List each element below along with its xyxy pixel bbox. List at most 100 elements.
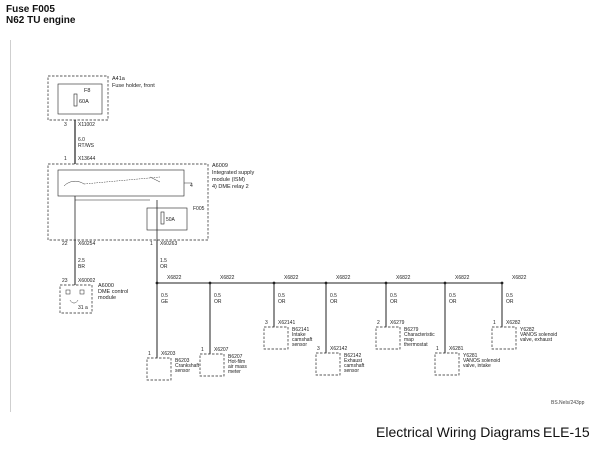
footer-page-code: ELE-15 xyxy=(543,424,590,440)
branch-color: OR xyxy=(449,299,457,305)
fuse-holder-block: A41a Fuse holder, front F8 60A xyxy=(47,75,155,121)
sensor-box xyxy=(263,326,289,350)
sensor-box xyxy=(315,352,341,376)
branch-gauge: 0.5 xyxy=(449,293,456,299)
sensor-name-2: valve, exhaust xyxy=(520,337,553,343)
sensor-name-3: sensor xyxy=(344,368,359,374)
splice-dot xyxy=(324,281,328,285)
splice-dot xyxy=(272,281,276,285)
main-wire-gauge: 1.5 xyxy=(160,258,167,264)
branch-pin: 2 xyxy=(377,320,380,326)
supply-module-pin-in: 1 xyxy=(64,156,67,162)
main-wire-pin: 1 xyxy=(150,241,153,247)
branch-pin: 1 xyxy=(148,351,151,357)
header-fuse-title: Fuse F005 xyxy=(6,4,55,15)
branch-pin: 1 xyxy=(436,346,439,352)
branch-connector: X62141 xyxy=(278,320,295,326)
branch-connector: X6207 xyxy=(214,347,229,353)
branch-color: OR xyxy=(330,299,338,305)
splice-connector-label: X6822 xyxy=(336,275,351,281)
supply-module-name-1: Integrated supply xyxy=(212,170,254,176)
main-wire-color: OR xyxy=(160,264,168,270)
dme-branch-color: BR xyxy=(78,264,85,270)
branch-pin: 1 xyxy=(201,347,204,353)
branch-connector: X62142 xyxy=(330,346,347,352)
dme-name-1: DME control xyxy=(98,289,128,295)
sensor-name-1: VANOS solenoid xyxy=(520,332,557,338)
supply-module-code: A6009 xyxy=(212,163,228,169)
branch-gauge: 0.5 xyxy=(506,293,513,299)
sensor-name-1: Exhaust xyxy=(344,358,363,364)
dme-name-2: module xyxy=(98,295,116,301)
sensor-name-1: Intake xyxy=(292,332,306,338)
sensor-box xyxy=(434,352,460,376)
fuse-holder-rating: 60A xyxy=(79,99,89,105)
dme-code: A6000 xyxy=(98,283,114,289)
sensor-box xyxy=(491,326,517,350)
branch-connector: X6281 xyxy=(449,346,464,352)
branch-gauge: 0.5 xyxy=(390,293,397,299)
splice-dot xyxy=(384,281,388,285)
sensor-name-1: Crankshaft xyxy=(175,363,200,369)
splice-connector-label: X6822 xyxy=(396,275,411,281)
branch-gauge: 0.5 xyxy=(330,293,337,299)
main-wire: 1 X60263 1.5 OR xyxy=(150,240,502,284)
sensor-code: B6279 xyxy=(404,327,419,333)
branch-connector: X6282 xyxy=(506,320,521,326)
sensor-box xyxy=(375,326,401,350)
branch-pin: 1 xyxy=(493,320,496,326)
supply-module-fuse-rating: 50A xyxy=(166,217,176,223)
splice-dot xyxy=(443,281,447,285)
dme-branch-pin-top: 22 xyxy=(62,241,68,247)
top-wire-connector: X11002 xyxy=(78,122,95,128)
top-wire-pin: 3 xyxy=(64,122,67,128)
dme-branch: 22 X60254 2.5 BR 23 X60002 31 a A6000 DM… xyxy=(59,240,128,314)
dme-branch-connector-top: X60254 xyxy=(78,241,95,247)
branch-color: OR xyxy=(214,299,222,305)
footer-title: Electrical Wiring Diagrams xyxy=(376,424,541,440)
supply-module-block: 4 50A F005 A6009 Integrated supply modul… xyxy=(47,163,254,241)
sensor-code: Y6281 xyxy=(463,353,478,359)
sensor-name-2: air mass xyxy=(228,364,247,370)
sensor-name-1: VANOS solenoid xyxy=(463,358,500,364)
main-wire-connector: X60263 xyxy=(160,241,177,247)
splice-dot xyxy=(500,281,504,285)
image-reference: BS.Nels/243pp xyxy=(551,400,585,406)
splice-connector-label: X6822 xyxy=(512,275,527,281)
branch-pin: 3 xyxy=(317,346,320,352)
branch-color: OR xyxy=(390,299,398,305)
fuse-holder-code: A41a xyxy=(112,76,126,82)
fuse-holder-fuse-id: F8 xyxy=(84,88,90,94)
header-engine-title: N62 TU engine xyxy=(6,15,76,26)
diagram-page-frame xyxy=(10,40,589,412)
sensor-name-1: Hot-film xyxy=(228,359,245,365)
dme-branch-gauge: 2.5 xyxy=(78,258,85,264)
supply-module-fuse-code: F005 xyxy=(193,206,205,212)
sensor-name-2: sensor xyxy=(175,368,190,374)
branch-gauge: 0.5 xyxy=(278,293,285,299)
branch-color: OR xyxy=(506,299,514,305)
branch-color: GE xyxy=(161,299,169,305)
supply-module-name-2: module (ISM) xyxy=(212,177,245,183)
sensor-code: B6207 xyxy=(228,354,243,360)
sensor-name-2: valve, intake xyxy=(463,363,491,369)
sensor-code: B62142 xyxy=(344,353,361,359)
sensor-code: B62141 xyxy=(292,327,309,333)
splice-connector-label: X6822 xyxy=(167,275,182,281)
fuse-holder-name: Fuse holder, front xyxy=(112,83,155,89)
top-wire-color: RT/WS xyxy=(78,143,95,149)
sensor-code: Y6282 xyxy=(520,327,535,333)
sensor-name-2: map xyxy=(404,337,414,343)
sensor-name-3: meter xyxy=(228,369,241,375)
supply-module-connector-in: X13644 xyxy=(78,156,95,162)
sensor-name-1: Characteristic xyxy=(404,332,435,338)
dme-inner-label: 31 a xyxy=(78,305,88,311)
sensor-name-3: sensor xyxy=(292,342,307,348)
supply-module-relay-pin: 4 xyxy=(190,183,193,189)
